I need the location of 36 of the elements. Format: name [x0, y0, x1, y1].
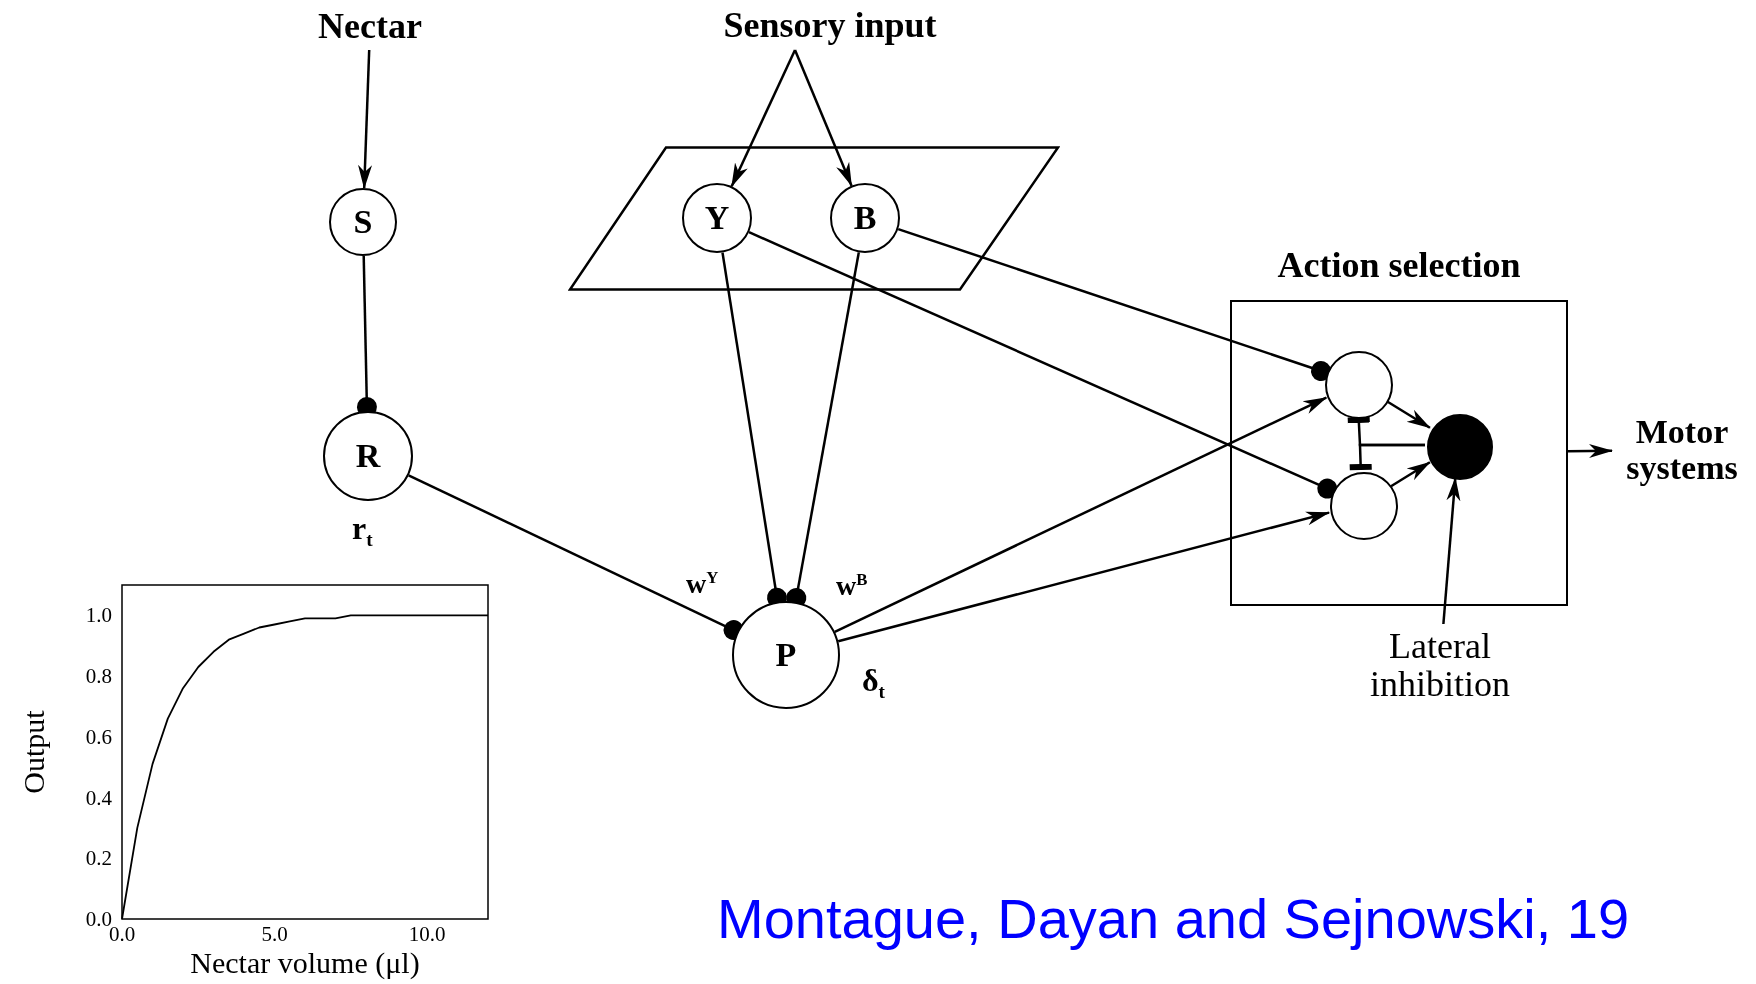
inhibition-line: [1349, 443, 1425, 471]
tick-label: 0.4: [85, 785, 112, 810]
tick-label: 1.0: [85, 603, 112, 628]
output-label: Motor systems: [1612, 400, 1752, 500]
arrow: [1568, 443, 1613, 458]
neuron-label: R: [355, 439, 381, 473]
synapse-connection: [897, 227, 1331, 381]
arrow: [837, 511, 1331, 643]
tick-label: 0.6: [85, 724, 112, 749]
axis-title: Nectar volume (μl): [190, 946, 420, 979]
arrow: [1390, 461, 1431, 488]
citation-caption: Montague, Dayan and Sejnowski, 19: [717, 888, 1630, 950]
variable-label: r$_{t}$: [352, 512, 373, 550]
tick-label: 10.0: [408, 922, 446, 946]
tick-label: 5.0: [261, 922, 288, 946]
input-label: Nectar: [300, 4, 440, 50]
arrow: [730, 49, 797, 188]
weight-label: w$^{Y}$: [686, 570, 719, 599]
weight-label: w$^{B}$: [836, 572, 868, 601]
arrow: [834, 396, 1328, 633]
tick-label: 0.2: [85, 846, 112, 871]
neuron-label: B: [853, 201, 877, 235]
tick-label: 0.8: [85, 664, 112, 689]
panel-heading: Action selection: [1276, 246, 1522, 286]
neuron-label: P: [775, 638, 797, 672]
axis-title: Output: [17, 710, 50, 794]
annotation-label: Lateral inhibition: [1340, 624, 1540, 708]
arrow: [793, 49, 853, 187]
variable-label: δ$_{t}$: [862, 664, 885, 702]
input-plane: [568, 146, 1060, 291]
input-label: Sensory input: [660, 2, 1000, 50]
synapse-connection: [408, 474, 744, 641]
synapse-connection: [748, 231, 1338, 499]
neuron-label: Y: [704, 201, 730, 235]
arrow: [358, 49, 373, 189]
neuron-label: S: [353, 205, 373, 239]
